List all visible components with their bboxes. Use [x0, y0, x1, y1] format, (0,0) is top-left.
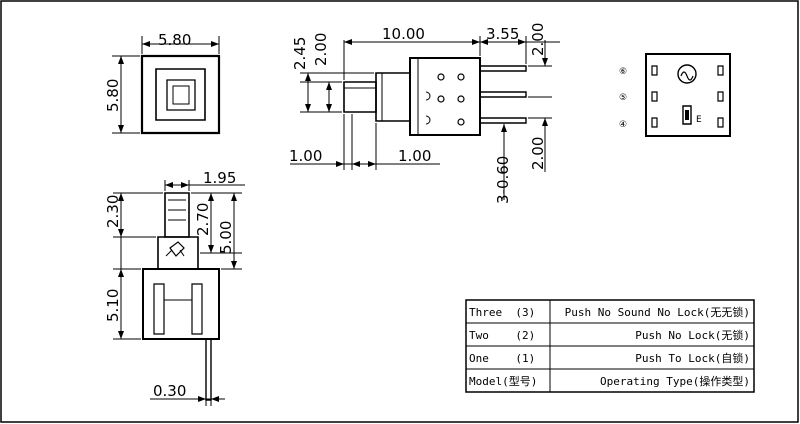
elevation-cap-height-label: 2.30: [104, 195, 122, 228]
side-height-a-label: 2.45: [291, 37, 309, 70]
front-view: [112, 36, 219, 133]
spec-row-3-type: Push To Lock(自锁): [635, 351, 750, 365]
side-body-length-label: 10.00: [382, 25, 425, 43]
elevation-view: [113, 180, 245, 406]
side-right-bottom-label: 2.00: [529, 137, 547, 170]
elevation-pin-thickness-label: 0.30: [153, 382, 186, 400]
side-pin-length-label: 3.55: [486, 25, 519, 43]
elevation-travel-label: 2.70: [194, 203, 212, 236]
spec-row-4-type: Operating Type(操作类型): [600, 374, 750, 388]
side-view: [290, 36, 560, 200]
spec-row-2-type: Push No Lock(无锁): [635, 328, 750, 342]
side-bottom-mid-label: 1.00: [398, 147, 431, 165]
side-right-top-label: 2.00: [529, 23, 547, 56]
spec-row-4-model: Model(型号): [469, 374, 537, 388]
side-bottom-left-label: 1.00: [289, 147, 322, 165]
spec-row-3-model: One (1): [469, 352, 535, 365]
front-height-label: 5.80: [104, 79, 122, 112]
elevation-upper-height-label: 5.00: [217, 221, 235, 254]
spec-row-1-model: Three (3): [469, 306, 535, 319]
pin-view: [646, 54, 730, 136]
elevation-cap-width-label: 1.95: [203, 169, 236, 187]
side-pin-spec-label: 3-0.60: [494, 156, 512, 204]
pin-view-marker-slot: [683, 106, 691, 124]
elevation-body-height-label: 5.10: [104, 289, 122, 322]
pin-6-label: ⑥: [619, 67, 627, 77]
pin-4-label: ④: [619, 120, 627, 130]
pin-5-label: ⑤: [619, 93, 627, 103]
spec-row-1-type: Push No Sound No Lock(无无锁): [565, 305, 750, 319]
front-width-label: 5.80: [158, 31, 191, 49]
spec-row-2-model: Two (2): [469, 329, 535, 342]
pin-view-marker-label: E: [696, 115, 702, 125]
spec-table: [466, 300, 754, 392]
pin-view-logo-icon: [678, 65, 696, 83]
side-height-b-label: 2.00: [312, 33, 330, 66]
